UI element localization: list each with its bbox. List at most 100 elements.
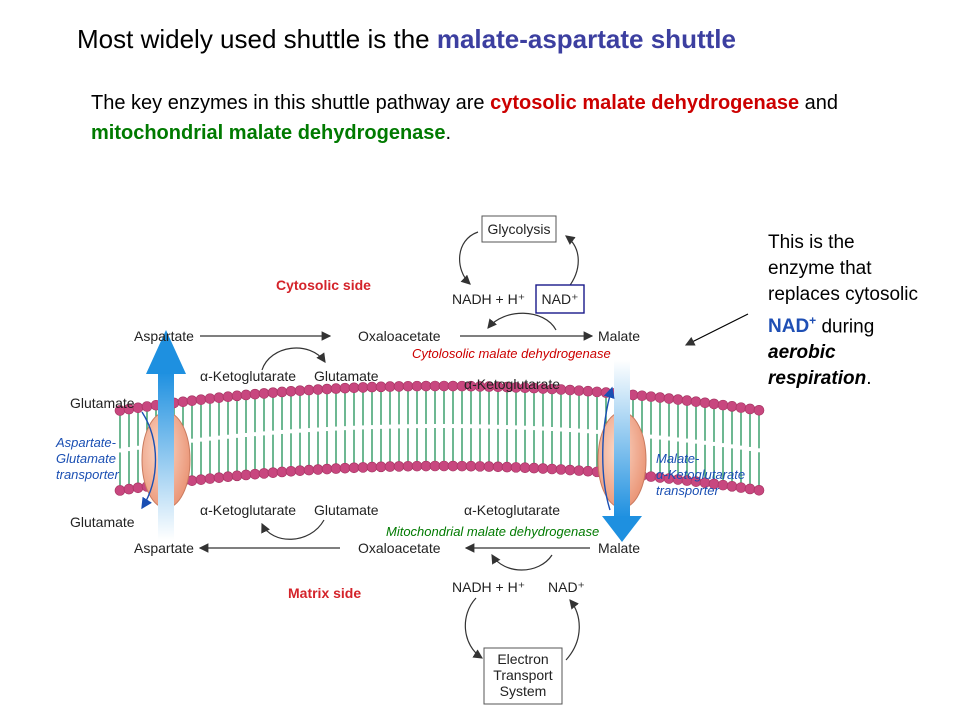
lipid-head (546, 463, 558, 475)
lipid-head (528, 462, 540, 474)
glutamate-top-label: Glutamate (314, 368, 379, 384)
lipid-head (249, 388, 261, 400)
nad-bottom-label: NAD⁺ (548, 579, 585, 595)
lipid-head (132, 482, 144, 494)
glutamate-left-top-label: Glutamate (70, 395, 135, 411)
ets-line2: Transport (493, 667, 553, 683)
title-highlight: malate-aspartate shuttle (436, 24, 736, 54)
lipid-head (312, 384, 324, 395)
nad-top-label: NAD⁺ (542, 291, 579, 307)
akg-right-top-label: α-Ketoglutarate (464, 376, 560, 392)
lipid-head (258, 388, 270, 399)
lipid-head (195, 394, 207, 405)
lipid-head (195, 474, 207, 485)
lipid-head (213, 392, 225, 403)
lipid-head (429, 380, 441, 392)
glycolysis-box (481, 215, 557, 243)
lipid-head (681, 395, 693, 406)
glutamate-import-curve (141, 411, 157, 510)
lipid-head (501, 461, 513, 473)
lipid-head (564, 384, 576, 396)
malate-top-label: Malate (598, 328, 640, 344)
lipid-head (231, 470, 243, 482)
nadh-to-ets-arrow (464, 597, 484, 659)
cytosolic-enzyme-text: cytosolic malate dehydrogenase (490, 92, 800, 114)
aspartate-export-arrow (146, 330, 186, 540)
note-part2: during (816, 316, 875, 338)
slide-title: Most widely used shuttle is the malate-a… (77, 24, 736, 55)
lipid-head (222, 391, 234, 403)
lipid-head (636, 390, 648, 402)
lipid-head (582, 385, 594, 397)
lipid-head (240, 469, 252, 481)
lipid-head (753, 404, 765, 416)
lipid-head (204, 393, 216, 404)
ets-to-nad-arrow (565, 599, 580, 661)
intro-part3: . (445, 122, 452, 144)
nadh-bottom-label: NADH + H⁺ (452, 579, 525, 595)
cytosolic-mdh-label: Cytolosolic malate dehydrogenase (412, 346, 611, 361)
malate-import-arrow (602, 360, 642, 542)
glycolysis-to-nadh-arrow (458, 231, 479, 285)
lipid-head (321, 383, 333, 395)
lipid-head (573, 385, 585, 396)
asp-glu-transporter-line3: transporter (56, 467, 120, 482)
lipid-head (231, 390, 243, 402)
aspartate-bottom-label: Aspartate (134, 540, 194, 556)
ets-line1: Electron (497, 651, 548, 667)
lipid-head (303, 384, 315, 396)
glutamate-left-bottom-label: Glutamate (70, 514, 135, 530)
akg-bottom-label: α-Ketoglutarate (200, 502, 296, 518)
lipid-head (672, 394, 684, 405)
lipid-head (285, 466, 297, 477)
mal-akg-transporter-line3: transporter (656, 483, 720, 498)
lipid-head (465, 460, 477, 472)
lipid-head (393, 461, 405, 472)
akg-top-label: α-Ketoglutarate (200, 368, 296, 384)
cytosolic-side-label: Cytosolic side (276, 277, 371, 293)
lipid-head (438, 460, 450, 472)
mitochondrial-mdh-label: Mitochondrial malate dehydrogenase (386, 524, 599, 539)
lipid-head (699, 397, 711, 409)
lipid-head (258, 468, 270, 479)
lipid-head (591, 386, 603, 398)
lipid-head (249, 468, 261, 480)
lipid-head (663, 393, 675, 404)
lipid-head (456, 460, 468, 472)
lipid-head (294, 385, 306, 396)
lipid-head (492, 461, 504, 473)
asp-glu-transporter-line1: Aspartate- (55, 435, 117, 450)
asp-glu-transporter-line2: Glutamate (56, 451, 116, 466)
lipid-head (186, 395, 198, 406)
lipid-head (645, 391, 657, 402)
lipid-head (744, 483, 756, 495)
lipid-head (537, 463, 549, 474)
lipid-head (303, 464, 315, 476)
lipid-head (213, 472, 225, 483)
matrix-side-label: Matrix side (288, 585, 361, 601)
lipid-head (339, 462, 351, 474)
lipid-head (312, 464, 324, 475)
lipid-head (402, 460, 414, 472)
note-aerobic: aerobic (768, 342, 836, 364)
lipid-head (114, 485, 126, 496)
lipid-head (735, 482, 747, 493)
lipid-head (753, 484, 765, 496)
lipid-head (348, 382, 360, 394)
lipid-head (366, 461, 378, 473)
nadh-top-label: NADH + H⁺ (452, 291, 525, 307)
lipid-head (330, 383, 342, 394)
lipid-head (402, 380, 414, 392)
lipid-head (447, 460, 459, 472)
note-pointer-arrow (684, 313, 749, 346)
ets-line3: System (500, 683, 547, 699)
lipid-head (654, 392, 666, 403)
note-nad: NAD+ (768, 314, 817, 338)
lipid-head (420, 380, 432, 392)
side-note: This is the enzyme that replaces cytosol… (768, 230, 918, 392)
lipid-head (375, 461, 387, 473)
lipid-head (294, 465, 306, 476)
lipid-head (708, 398, 720, 410)
intro-part1: The key enzymes in this shuttle pathway … (91, 92, 491, 114)
